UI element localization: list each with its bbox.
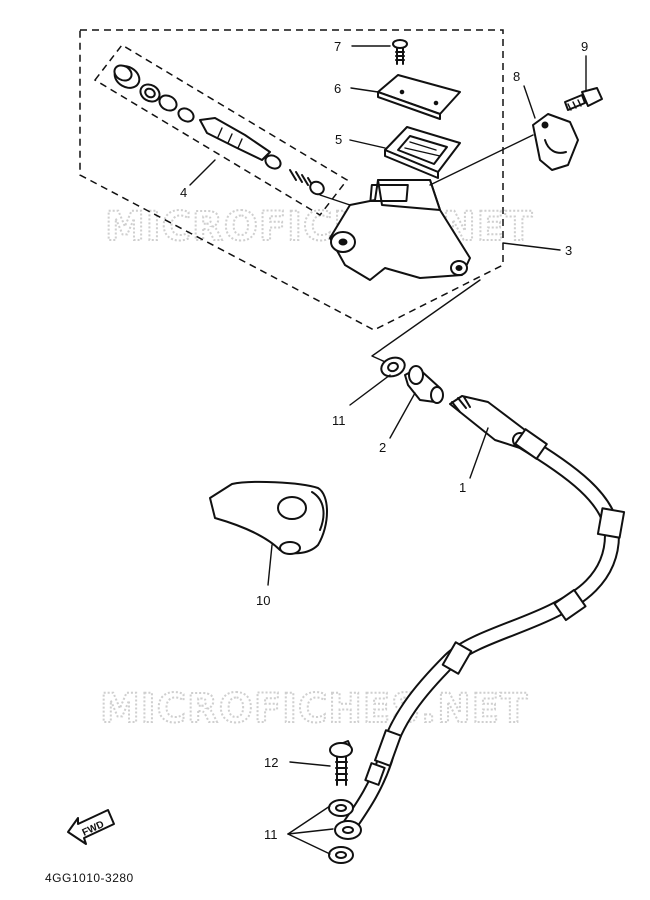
label-4: 4 xyxy=(180,185,187,200)
label-1: 1 xyxy=(459,480,466,495)
piston-kit-parts xyxy=(113,64,325,196)
fwd-arrow-icon: FWD xyxy=(67,809,115,845)
label-12: 12 xyxy=(264,755,278,770)
brake-hose xyxy=(340,395,626,836)
diagram-code: 4GG1010-3280 xyxy=(45,871,134,885)
lower-fitting xyxy=(328,740,362,864)
label-6: 6 xyxy=(334,81,341,96)
leader-lines xyxy=(189,45,587,855)
master-cylinder-body xyxy=(319,179,471,281)
clamp-holder xyxy=(532,113,579,171)
piston-kit-outline xyxy=(93,44,349,216)
assembly-outline xyxy=(79,29,504,331)
label-3: 3 xyxy=(565,243,572,258)
watermark-top: MICROFICHES.NET xyxy=(105,204,533,250)
cap-screw xyxy=(392,39,408,65)
lever-cover xyxy=(209,480,328,555)
union-fitting xyxy=(380,356,444,404)
label-10: 10 xyxy=(256,593,270,608)
label-9: 9 xyxy=(581,39,588,54)
reservoir-cap xyxy=(377,74,461,120)
label-8: 8 xyxy=(513,69,520,84)
label-7: 7 xyxy=(334,39,341,54)
label-2: 2 xyxy=(379,440,386,455)
diaphragm xyxy=(384,126,461,179)
holder-bolt xyxy=(564,87,603,111)
label-5: 5 xyxy=(335,132,342,147)
label-11-lower: 11 xyxy=(264,827,278,842)
watermark-bottom: MICROFICHES.NET xyxy=(100,686,528,732)
label-11-upper: 11 xyxy=(332,413,346,428)
